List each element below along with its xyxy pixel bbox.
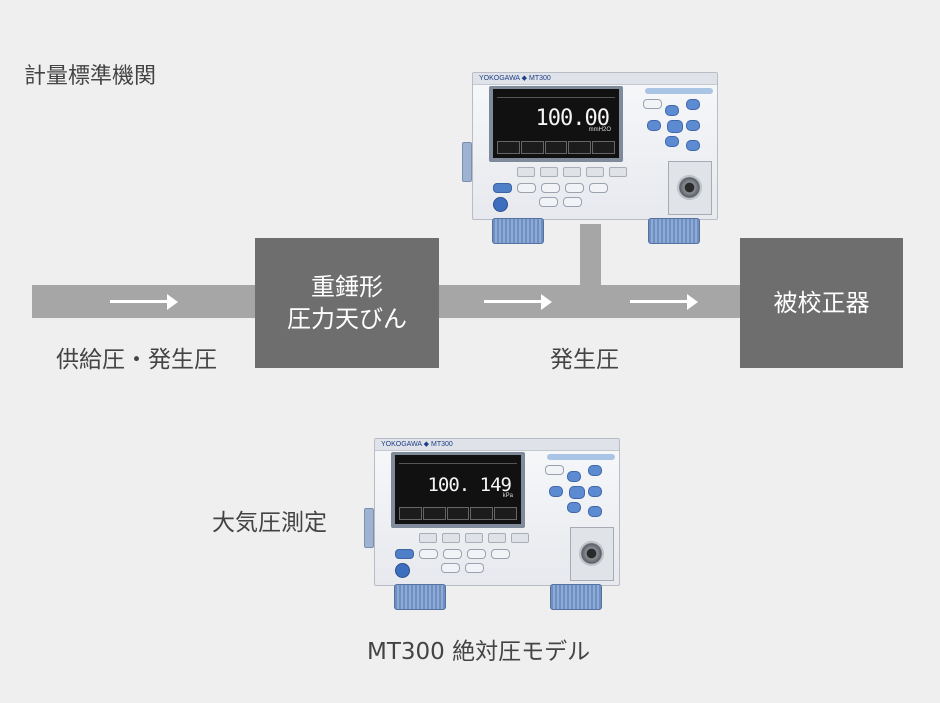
arrow-right-key[interactable] [588,486,602,497]
flow-arrow [110,294,178,310]
arrow-left-key[interactable] [549,486,563,497]
side-knob [364,508,374,548]
pressure-unit: mmH2O [588,127,611,133]
soft-key[interactable] [586,167,604,177]
mt300-gauge-top: YOKOGAWA ◆ MT300 100.00 mmH2O [462,72,718,244]
pressure-port-panel [668,161,712,215]
page-title: 計量標準機関 [24,64,157,89]
deadweight-tester-line1: 重錘形 [311,273,383,301]
soft-key[interactable] [517,167,535,177]
deadweight-tester-box: 重錘形 圧力天びん [255,238,439,368]
function-button[interactable] [563,197,582,207]
deadweight-tester-line2: 圧力天びん [287,305,407,333]
soft-key[interactable] [488,533,506,543]
menu-button[interactable] [545,465,564,475]
pressure-port-panel [570,527,614,581]
device-under-test-label: 被校正器 [773,289,870,317]
menu-button[interactable] [643,99,662,109]
device-under-test-box: 被校正器 [740,238,903,368]
key-lock-key[interactable] [588,506,602,517]
pressure-reading: 100.00 [535,106,610,131]
power-button[interactable] [493,197,508,212]
function-button[interactable] [467,549,486,559]
soft-key[interactable] [511,533,529,543]
soft-key[interactable] [540,167,558,177]
arrow-down-key[interactable] [567,502,581,513]
zero-button[interactable] [493,183,512,193]
function-button[interactable] [443,549,462,559]
function-button[interactable] [565,183,584,193]
brand-logo: YOKOGAWA ◆ MT300 [479,75,551,82]
pressure-port [579,541,604,566]
mt300-gauge-bottom: YOKOGAWA ◆ MT300 100. 149 kPa [364,438,620,610]
enter-key[interactable] [667,120,683,133]
softkey-row [517,167,627,177]
function-button[interactable] [541,183,560,193]
arrow-left-key[interactable] [647,120,661,131]
soft-key[interactable] [563,167,581,177]
function-button[interactable] [441,563,460,573]
gauge-branch-pipe [580,224,601,294]
brand-logo: YOKOGAWA ◆ MT300 [381,441,453,448]
soft-key[interactable] [609,167,627,177]
generated-pressure-label: 発生圧 [550,347,619,373]
pressure-reading: 100. 149 [427,474,512,496]
device-foot [648,218,700,244]
device-foot [550,584,602,610]
device-foot [492,218,544,244]
pressure-unit: kPa [502,493,513,499]
display-bezel: 100. 149 kPa [391,452,525,528]
function-button[interactable] [465,563,484,573]
flow-arrow [630,294,698,310]
supply-pressure-label: 供給圧・発生圧 [56,347,217,373]
soft-key[interactable] [465,533,483,543]
display-screen: 100.00 mmH2O [493,89,619,158]
key-lock-key[interactable] [686,140,700,151]
device-foot [394,584,446,610]
atmospheric-pressure-label: 大気圧測定 [212,510,327,536]
pressure-port [677,175,702,200]
function-button[interactable] [517,183,536,193]
function-button[interactable] [539,197,558,207]
display-screen: 100. 149 kPa [395,455,521,524]
shift-key[interactable] [588,465,602,476]
softkey-row [419,533,529,543]
soft-key[interactable] [419,533,437,543]
function-button[interactable] [589,183,608,193]
arrow-down-key[interactable] [665,136,679,147]
side-knob [462,142,472,182]
enter-key[interactable] [569,486,585,499]
function-button[interactable] [491,549,510,559]
arrow-right-key[interactable] [686,120,700,131]
shift-key[interactable] [686,99,700,110]
function-button[interactable] [419,549,438,559]
display-bezel: 100.00 mmH2O [489,86,623,162]
model-caption: MT300 絶対圧モデル [367,639,591,665]
zero-button[interactable] [395,549,414,559]
power-button[interactable] [395,563,410,578]
soft-key[interactable] [442,533,460,543]
flow-arrow [484,294,552,310]
arrow-up-key[interactable] [567,471,581,482]
arrow-up-key[interactable] [665,105,679,116]
